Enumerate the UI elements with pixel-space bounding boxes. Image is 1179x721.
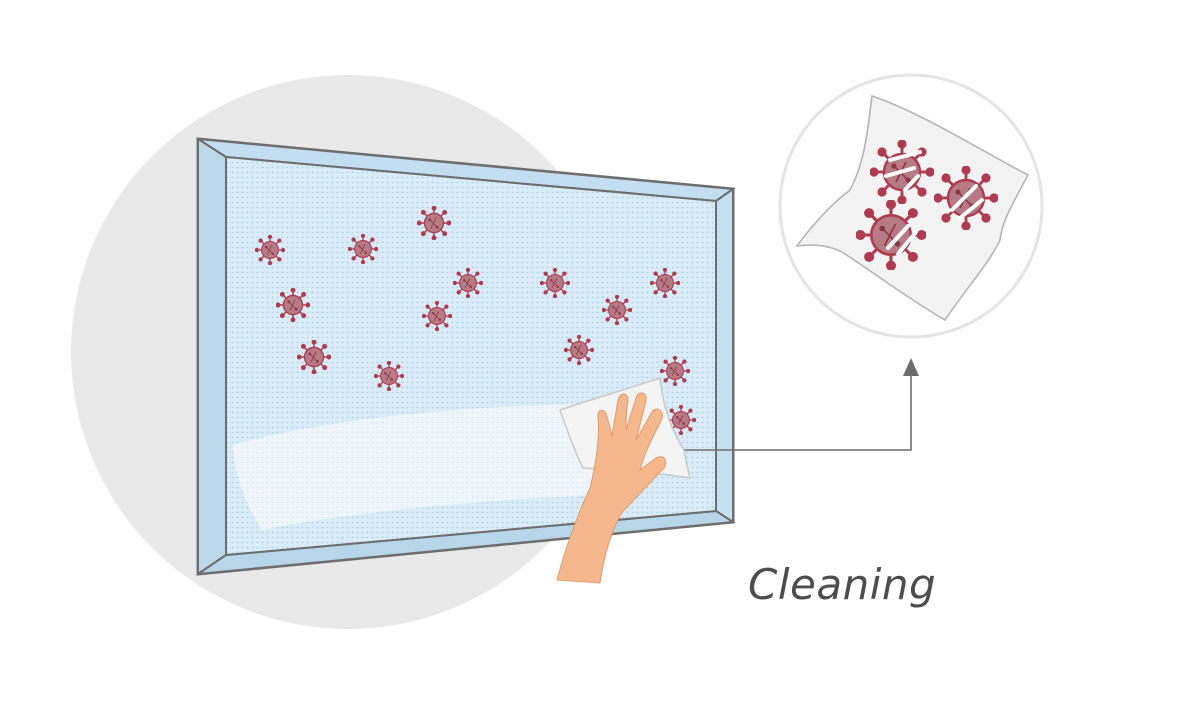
virus-icon [255, 235, 285, 265]
virus-icon [660, 356, 690, 386]
connector-arrow [672, 358, 919, 451]
virus-icon [422, 301, 452, 331]
virus-icon [602, 295, 632, 325]
virus-icon [540, 268, 570, 298]
virus-icon [374, 361, 404, 391]
virus-icon [564, 335, 594, 365]
hand-icon [556, 392, 667, 584]
virus-icon [348, 234, 378, 264]
magnifier-circle-icon [778, 73, 1044, 339]
virus-icon [276, 288, 310, 322]
arrow-icon [903, 358, 919, 376]
virus-icon [297, 340, 331, 374]
virus-icon [453, 268, 483, 298]
window [196, 137, 736, 576]
zoomed-cloth [795, 94, 1030, 322]
virus-icon [650, 268, 680, 298]
virus-icon [417, 206, 451, 240]
cleaned-streak [232, 404, 600, 530]
caption: Cleaning [748, 560, 937, 609]
